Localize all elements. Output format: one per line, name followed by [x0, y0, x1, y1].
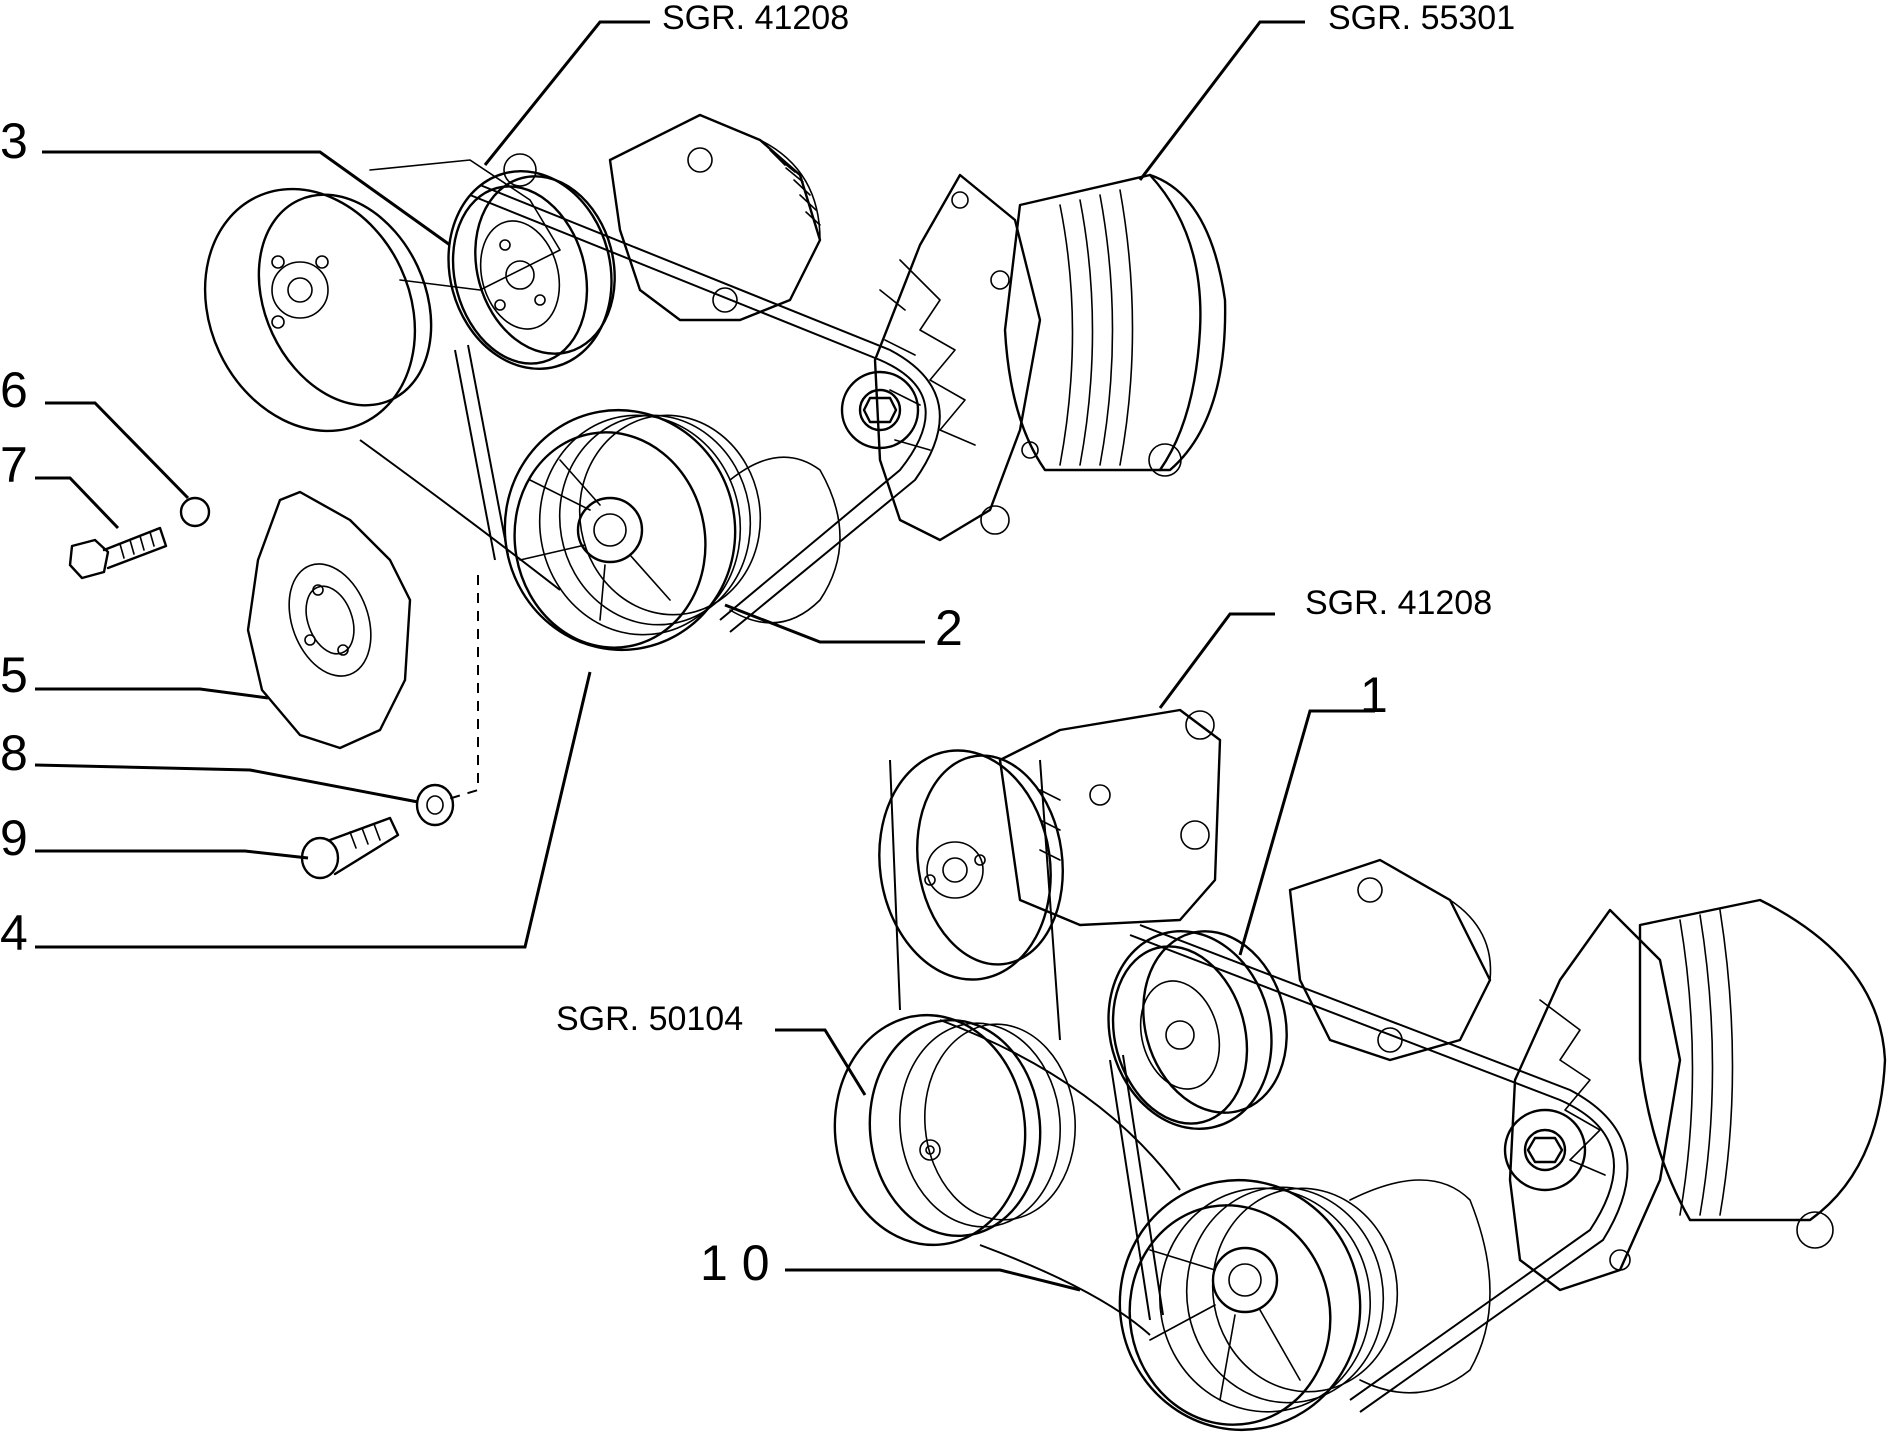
leader-bottom-pump — [1158, 612, 1275, 709]
leader-5 — [35, 687, 269, 700]
top-assembly — [68, 113, 1227, 880]
leader-9 — [35, 849, 309, 860]
callout-9: 9 — [0, 810, 28, 866]
ref-bottom-compressor: SGR. 50104 — [556, 1000, 743, 1038]
leader-2 — [724, 603, 925, 644]
callout-1: 1 — [1360, 667, 1388, 723]
top-tensioner — [608, 113, 920, 450]
bottom-belts — [889, 759, 1629, 1413]
leader-3 — [42, 150, 451, 247]
callout-7: 7 — [0, 437, 28, 493]
bottom-alternator — [1508, 898, 1887, 1292]
callout-8: 8 — [0, 725, 28, 781]
part-6-lock-washer — [179, 496, 211, 528]
top-crank-pulley — [503, 408, 841, 652]
bottom-crank-pulley — [1118, 1178, 1491, 1432]
part-8-washer — [415, 783, 455, 827]
ref-top-alternator: SGR. 55301 — [1328, 0, 1515, 37]
part-9-cap-screw — [300, 816, 400, 880]
top-alternator — [873, 173, 1227, 542]
part-7-bolt — [68, 526, 168, 580]
top-belt — [359, 184, 941, 633]
leader-bottom-compressor — [775, 1028, 867, 1096]
callout-6: 6 — [0, 362, 28, 418]
leader-lines — [34, 20, 1375, 1292]
callout-10: 1 0 — [700, 1235, 770, 1291]
callout-2: 2 — [935, 600, 963, 656]
bottom-compressor-pulley — [833, 1013, 1077, 1247]
leader-8 — [34, 763, 419, 804]
bottom-assembly — [833, 708, 1887, 1432]
leader-4 — [35, 671, 592, 949]
bottom-steering-pump — [998, 708, 1222, 927]
ref-top-pump: SGR. 41208 — [662, 0, 849, 37]
labels: SGR. 41208 SGR. 55301 SGR. 41208 SGR. 50… — [0, 0, 1515, 1291]
bottom-water-pump-pulley — [878, 749, 1064, 981]
leader-7 — [35, 476, 120, 530]
leader-top-alternator — [1138, 20, 1305, 181]
leader-1 — [1238, 709, 1375, 956]
dashed-alignment-line — [444, 575, 479, 801]
callout-5: 5 — [0, 647, 28, 703]
leader-top-pump — [483, 20, 650, 166]
callout-4: 4 — [0, 905, 28, 961]
bottom-upper-pulley — [1107, 930, 1288, 1130]
leader-10 — [785, 1268, 1081, 1292]
part-5-shield-plate — [246, 490, 412, 750]
top-upper-pulley — [447, 170, 616, 370]
leader-6 — [45, 401, 190, 500]
ref-bottom-pump: SGR. 41208 — [1305, 584, 1492, 622]
callout-3: 3 — [0, 113, 28, 169]
top-water-pump-pulley — [203, 153, 561, 433]
